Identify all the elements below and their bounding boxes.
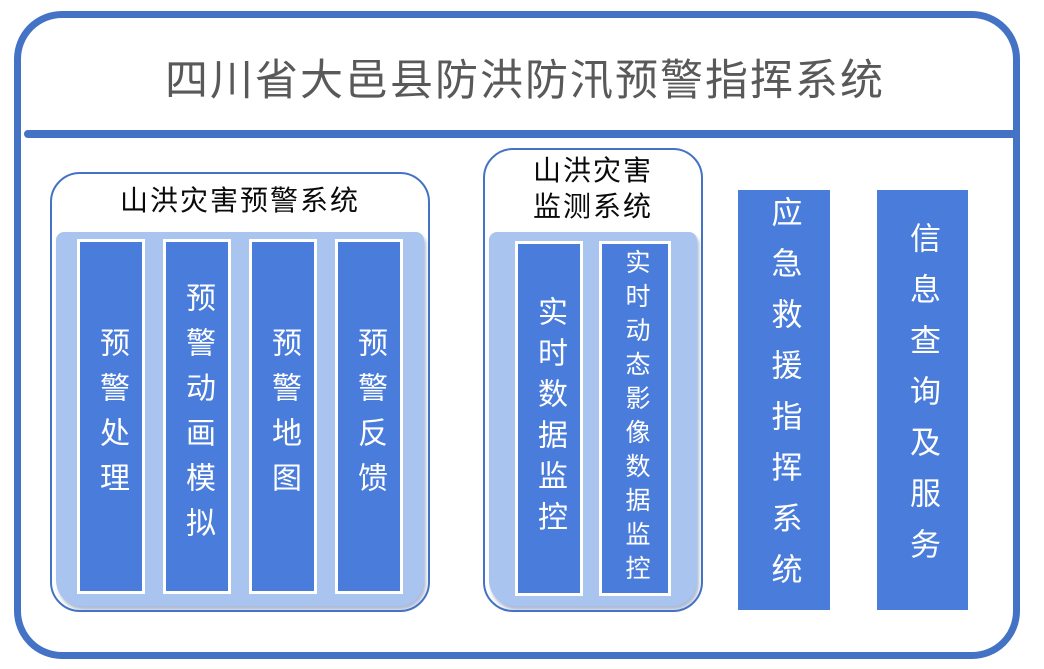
group-flood-monitoring-system: 山洪灾害监测系统 实时数据监控 实时动态影像数据监控 (483, 148, 703, 612)
bar-realtime-data-monitoring-label: 实时数据监控 (533, 295, 566, 542)
bar-warning-animation-simulation-label: 预警动画模拟 (181, 281, 214, 552)
bar-warning-feedback: 预警反馈 (335, 239, 403, 594)
bar-warning-feedback-label: 预警反馈 (353, 326, 386, 507)
bar-warning-processing: 预警处理 (77, 239, 145, 594)
bar-realtime-data-monitoring: 实时数据监控 (515, 241, 583, 596)
bar-realtime-dynamic-video-data-monitoring-label: 实时动态影像数据监控 (622, 248, 649, 589)
bar-realtime-dynamic-video-data-monitoring: 实时动态影像数据监控 (599, 241, 671, 596)
diagram-outer-frame (14, 11, 1020, 659)
bar-warning-map: 预警地图 (249, 239, 317, 594)
group-flood-warning-header: 山洪灾害预警系统 (119, 185, 360, 217)
group-flood-monitoring-header: 山洪灾害监测系统 (485, 150, 701, 230)
group-flood-monitoring-header-text: 山洪灾害监测系统 (532, 155, 653, 223)
group-flood-monitoring-body: 实时数据监控 实时动态影像数据监控 (489, 232, 697, 606)
bar-information-query-and-service-label: 信息查询及服务 (905, 221, 940, 579)
title-divider-line (24, 130, 1020, 138)
bar-warning-map-label: 预警地图 (267, 326, 300, 507)
group-flood-warning-system: 山洪灾害预警系统 预警处理 预警动画模拟 预警地图 预警反馈 (50, 172, 430, 612)
group-flood-warning-body: 预警处理 预警动画模拟 预警地图 预警反馈 (56, 232, 424, 606)
bar-emergency-rescue-command-system: 应急救援指挥系统 (738, 190, 830, 610)
bar-information-query-and-service: 信息查询及服务 (877, 190, 968, 610)
diagram-title: 四川省大邑县防洪防汛预警指挥系统 (165, 57, 885, 105)
bar-warning-processing-label: 预警处理 (95, 326, 128, 507)
bar-emergency-rescue-command-system-label: 应急救援指挥系统 (766, 196, 802, 604)
bar-warning-animation-simulation: 预警动画模拟 (163, 239, 231, 594)
